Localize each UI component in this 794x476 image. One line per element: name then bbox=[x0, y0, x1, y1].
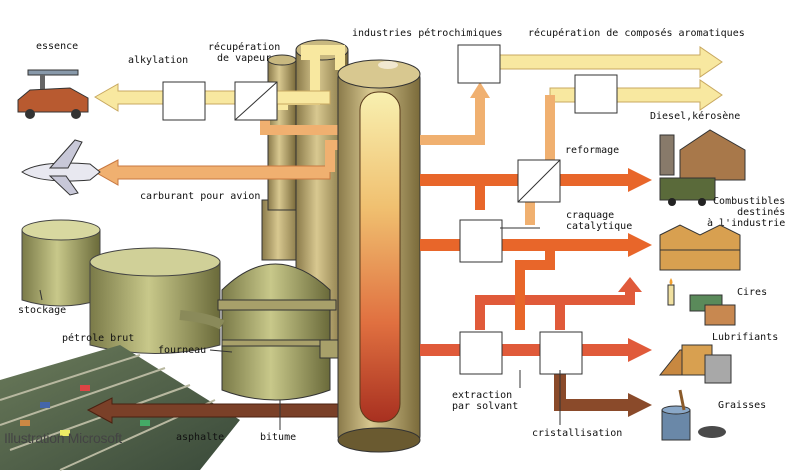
label-combustibles: Combustibles destinés à l'industrie bbox=[707, 196, 785, 229]
label-combustibles-2: destinés bbox=[737, 207, 786, 218]
label-recuperation-aromatiques: récupération de composés aromatiques bbox=[528, 28, 745, 39]
box-craquage bbox=[459, 219, 503, 263]
candle-icon bbox=[667, 278, 736, 326]
house-truck-icon bbox=[659, 129, 746, 206]
box-cristallisation bbox=[539, 331, 583, 375]
label-combustibles-3: à l'industrie bbox=[707, 218, 786, 229]
right-arrows bbox=[420, 46, 723, 417]
box-aromatiques bbox=[574, 74, 618, 114]
label-essence: essence bbox=[36, 41, 79, 52]
leader-lines bbox=[39, 227, 561, 430]
label-fourneau: fourneau bbox=[158, 345, 207, 356]
label-lubrifiants: Lubrifiants bbox=[712, 332, 779, 343]
factory-icon bbox=[659, 224, 741, 271]
airplane-icon bbox=[21, 139, 101, 196]
label-extraction: extraction par solvant bbox=[452, 390, 518, 412]
label-recuperation-vapeur-2: de vapeur bbox=[217, 53, 272, 64]
label-asphalte: asphalte bbox=[176, 432, 225, 443]
label-petrole-brut: pétrole brut bbox=[62, 333, 135, 344]
label-diesel-kerosene: Diesel,kérosène bbox=[650, 111, 741, 122]
label-cires: Cires bbox=[737, 287, 768, 298]
arrow-essence bbox=[94, 83, 331, 112]
grease-can-icon bbox=[661, 389, 726, 441]
label-extraction-1: extraction bbox=[452, 390, 513, 401]
label-reformage: reformage bbox=[565, 145, 620, 156]
label-craquage-2: catalytique bbox=[566, 221, 633, 232]
label-bitume: bitume bbox=[260, 432, 297, 443]
label-industries-petrochimiques: industries pétrochimiques bbox=[352, 28, 503, 39]
storage-tanks bbox=[21, 219, 221, 354]
label-graisses: Graisses bbox=[718, 400, 767, 411]
label-craquage-1: craquage bbox=[566, 210, 615, 221]
label-stockage: stockage bbox=[18, 305, 67, 316]
car-icon bbox=[17, 69, 89, 119]
box-extraction bbox=[459, 331, 503, 375]
process-boxes bbox=[162, 44, 618, 375]
label-craquage: craquage catalytique bbox=[566, 210, 632, 232]
label-recuperation-vapeur: récupération de vapeur bbox=[208, 42, 280, 64]
box-alkylation bbox=[162, 81, 206, 121]
label-extraction-2: par solvant bbox=[452, 401, 519, 412]
label-cristallisation: cristallisation bbox=[532, 428, 623, 439]
label-alkylation: alkylation bbox=[128, 55, 189, 66]
box-petrochimiques bbox=[457, 44, 501, 84]
distillation-column bbox=[337, 59, 421, 453]
label-carburant-avion: carburant pour avion bbox=[140, 191, 261, 202]
oil-can-icon bbox=[658, 344, 732, 384]
label-recuperation-vapeur-1: récupération bbox=[208, 42, 281, 53]
illustration-credit: Illustration Microsoft bbox=[4, 430, 122, 446]
label-combustibles-1: Combustibles bbox=[713, 196, 786, 207]
